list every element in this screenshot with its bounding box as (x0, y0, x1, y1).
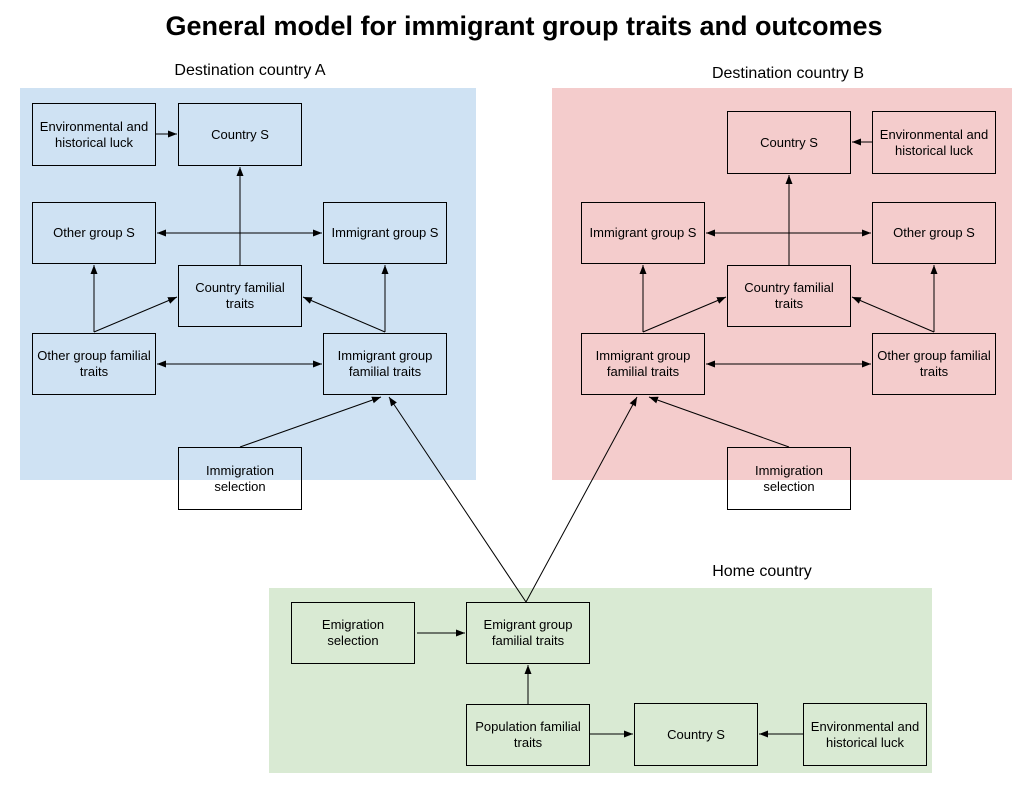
box-h-environmental-luck: Environmental and historical luck (803, 703, 927, 766)
region-label-home-country: Home country (712, 563, 812, 580)
region-home-country (269, 588, 932, 773)
box-b-immigrant-group-s: Immigrant group S (581, 202, 705, 264)
box-a-country-s: Country S (178, 103, 302, 166)
box-a-country-familial: Country familial traits (178, 265, 302, 327)
box-b-country-s: Country S (727, 111, 851, 174)
box-h-emigration-selection: Emigration selection (291, 602, 415, 664)
box-a-immigrant-group-s: Immigrant group S (323, 202, 447, 264)
box-b-environmental-luck: Environmental and historical luck (872, 111, 996, 174)
box-b-other-group-familial: Other group familial traits (872, 333, 996, 395)
box-h-country-s: Country S (634, 703, 758, 766)
box-a-immigration-selection: Immigration selection (178, 447, 302, 510)
region-label-destination-b: Destination country B (711, 65, 865, 82)
box-a-other-group-s: Other group S (32, 202, 156, 264)
box-b-immigration-selection: Immigration selection (727, 447, 851, 510)
box-a-immigrant-group-familial: Immigrant group familial traits (323, 333, 447, 395)
box-h-emigrant-group-familial: Emigrant group familial traits (466, 602, 590, 664)
box-h-population-familial: Population familial traits (466, 704, 590, 766)
box-b-country-familial: Country familial traits (727, 265, 851, 327)
box-b-immigrant-group-familial: Immigrant group familial traits (581, 333, 705, 395)
box-a-environmental-luck: Environmental and historical luck (32, 103, 156, 166)
box-a-other-group-familial: Other group familial traits (32, 333, 156, 395)
region-label-destination-a: Destination country A (174, 62, 326, 79)
box-b-other-group-s: Other group S (872, 202, 996, 264)
diagram-title: General model for immigrant group traits… (165, 11, 883, 41)
